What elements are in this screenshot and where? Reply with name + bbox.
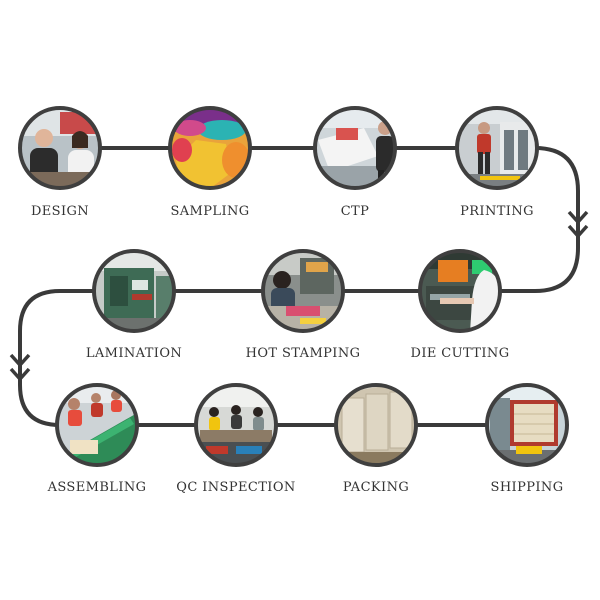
flow-line xyxy=(18,146,580,427)
step-label-sampling: SAMPLING xyxy=(170,204,250,219)
packed-cartons-photo xyxy=(334,383,418,467)
printing-press-photo xyxy=(455,106,539,190)
step-label-shipping: SHIPPING xyxy=(490,480,564,495)
assembly-line-workers-photo xyxy=(55,383,139,467)
step-label-hot-stamping: HOT STAMPING xyxy=(245,346,361,361)
step-label-packing: PACKING xyxy=(342,480,410,495)
step-label-qc-inspection: QC INSPECTION xyxy=(176,480,296,495)
step-label-lamination: LAMINATION xyxy=(85,346,183,361)
step-label-design: DESIGN xyxy=(30,204,90,219)
hot-stamping-worker-photo xyxy=(261,249,345,333)
design-team-at-desk-photo xyxy=(18,106,102,190)
arrow-down-icon xyxy=(567,210,589,239)
step-label-assembling: ASSEMBLING xyxy=(47,480,147,495)
ctp-plate-machine-photo xyxy=(313,106,397,190)
colorful-box-samples-photo xyxy=(168,106,252,190)
step-label-ctp: CTP xyxy=(340,204,370,219)
step-label-die-cutting: DIE CUTTING xyxy=(410,346,510,361)
lamination-machine-photo xyxy=(92,249,176,333)
shipping-container-photo xyxy=(485,383,569,467)
step-label-printing: PRINTING xyxy=(460,204,534,219)
die-cutting-machine-photo xyxy=(418,249,502,333)
qc-inspection-workers-photo xyxy=(194,383,278,467)
arrow-down-icon xyxy=(9,353,31,382)
